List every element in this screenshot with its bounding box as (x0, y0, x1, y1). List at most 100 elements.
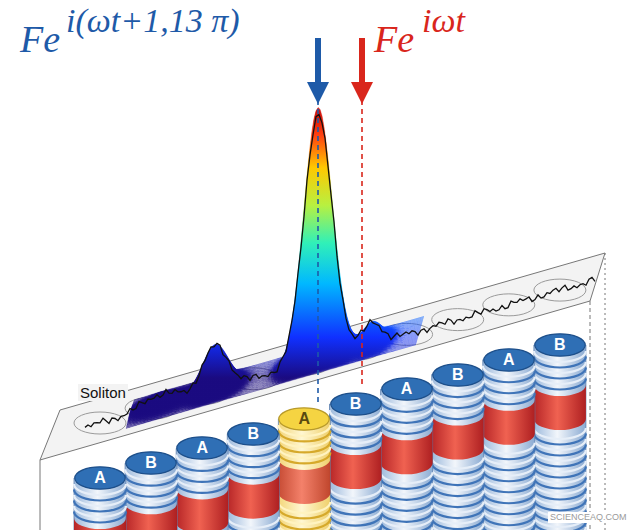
mirror-layer (381, 500, 433, 511)
mirror-layer (432, 386, 484, 397)
pillar-top: A (74, 466, 126, 490)
mirror-layer (534, 488, 586, 499)
mirror-layer (330, 526, 382, 530)
pillar-letter: A (278, 407, 330, 431)
pillar-side (330, 404, 382, 530)
mirror-layer (483, 454, 535, 465)
pillar-letter: B (534, 333, 586, 357)
pillar-side (432, 375, 484, 530)
mirror-layer (74, 512, 126, 523)
mirror-layer (330, 487, 382, 498)
mirror-layer (432, 463, 484, 474)
surface-slice (126, 345, 416, 429)
surface-slice (128, 266, 418, 423)
surface-slice (130, 107, 420, 413)
mirror-layer (534, 483, 586, 494)
mirror-layer (227, 456, 279, 467)
mirror-layer (483, 514, 535, 525)
mirror-layer (534, 362, 586, 373)
mirror-layer (278, 524, 330, 530)
pillar-letter: B (330, 392, 382, 416)
micropillar-body (176, 448, 228, 530)
pillar-side (483, 360, 535, 530)
pillar-top: B (227, 422, 279, 446)
mirror-layer (278, 507, 330, 518)
mirror-layer (483, 459, 535, 470)
mirror-layer (483, 388, 535, 399)
mirror-layer (432, 518, 484, 529)
mirror-layer (432, 474, 484, 485)
mirror-layer (227, 445, 279, 456)
pillar-top: B (125, 451, 177, 475)
mirror-layer (381, 417, 433, 428)
mirror-layer (534, 461, 586, 472)
mirror-layer (483, 465, 535, 476)
pillar-top: B (534, 333, 586, 357)
mirror-layer (534, 444, 586, 455)
mirror-layer (176, 482, 228, 493)
surface-slice (130, 114, 420, 412)
mirror-layer (534, 455, 586, 466)
mirror-layer (483, 498, 535, 509)
mirror-layer (278, 447, 330, 458)
mirror-layer (534, 466, 586, 477)
pump-arrow-shaft (359, 38, 365, 86)
pillar-letter: A (381, 377, 433, 401)
mirror-layer (483, 503, 535, 514)
mirror-layer (534, 367, 586, 378)
pump-formula-exponent: i(ωt+1,13 π) (66, 4, 240, 38)
mirror-layer (432, 524, 484, 530)
mirror-layer (278, 436, 330, 447)
mirror-layer (381, 505, 433, 516)
mirror-layer (534, 433, 586, 444)
mirror-layer (432, 485, 484, 496)
mirror-layer (483, 509, 535, 520)
pump-arrow-head (351, 82, 373, 104)
mirror-layer (432, 513, 484, 524)
mirror-layer (432, 507, 484, 518)
mirror-layer (483, 487, 535, 498)
mirror-layer (330, 416, 382, 427)
pillar-top: B (432, 363, 484, 387)
pump-arrow-shaft (315, 38, 321, 86)
mirror-layer (278, 441, 330, 452)
mirror-layer (483, 525, 535, 530)
mirror-layer (534, 527, 586, 530)
micropillar-body (483, 360, 535, 530)
mirror-layer (227, 517, 279, 528)
mirror-layer (432, 491, 484, 502)
mirror-layer (381, 483, 433, 494)
pillar-top-ellipse (381, 378, 431, 400)
mirror-layer (534, 439, 586, 450)
micropillar-body (381, 389, 433, 530)
mirror-layer (432, 458, 484, 469)
mirror-layer (381, 478, 433, 489)
measured-profile (85, 115, 595, 428)
mirror-layer (125, 497, 177, 508)
pillar-top: A (176, 436, 228, 460)
mirror-layer (483, 481, 535, 492)
pillar-side (176, 448, 228, 530)
pillar-letter: B (125, 451, 177, 475)
mirror-layer (381, 494, 433, 505)
mirror-layer (330, 427, 382, 438)
surface-slice (128, 239, 418, 422)
mirror-layer (534, 356, 586, 367)
mirror-layer (330, 504, 382, 515)
micropillar-body (227, 434, 279, 530)
mirror-layer (125, 486, 177, 497)
mirror-layer (483, 492, 535, 503)
mirror-layer (483, 371, 535, 382)
mirror-layer (432, 408, 484, 419)
mirror-layer (227, 467, 279, 478)
micropillar-body (534, 345, 586, 530)
mirror-layer (278, 502, 330, 513)
cavity-band (483, 400, 535, 445)
pillar-top-ellipse (279, 408, 329, 430)
pump-formula-base: Fe (20, 20, 60, 58)
mirror-layer (227, 522, 279, 530)
surface-slice (130, 109, 420, 415)
mirror-layer (330, 515, 382, 526)
mirror-layer (534, 373, 586, 384)
